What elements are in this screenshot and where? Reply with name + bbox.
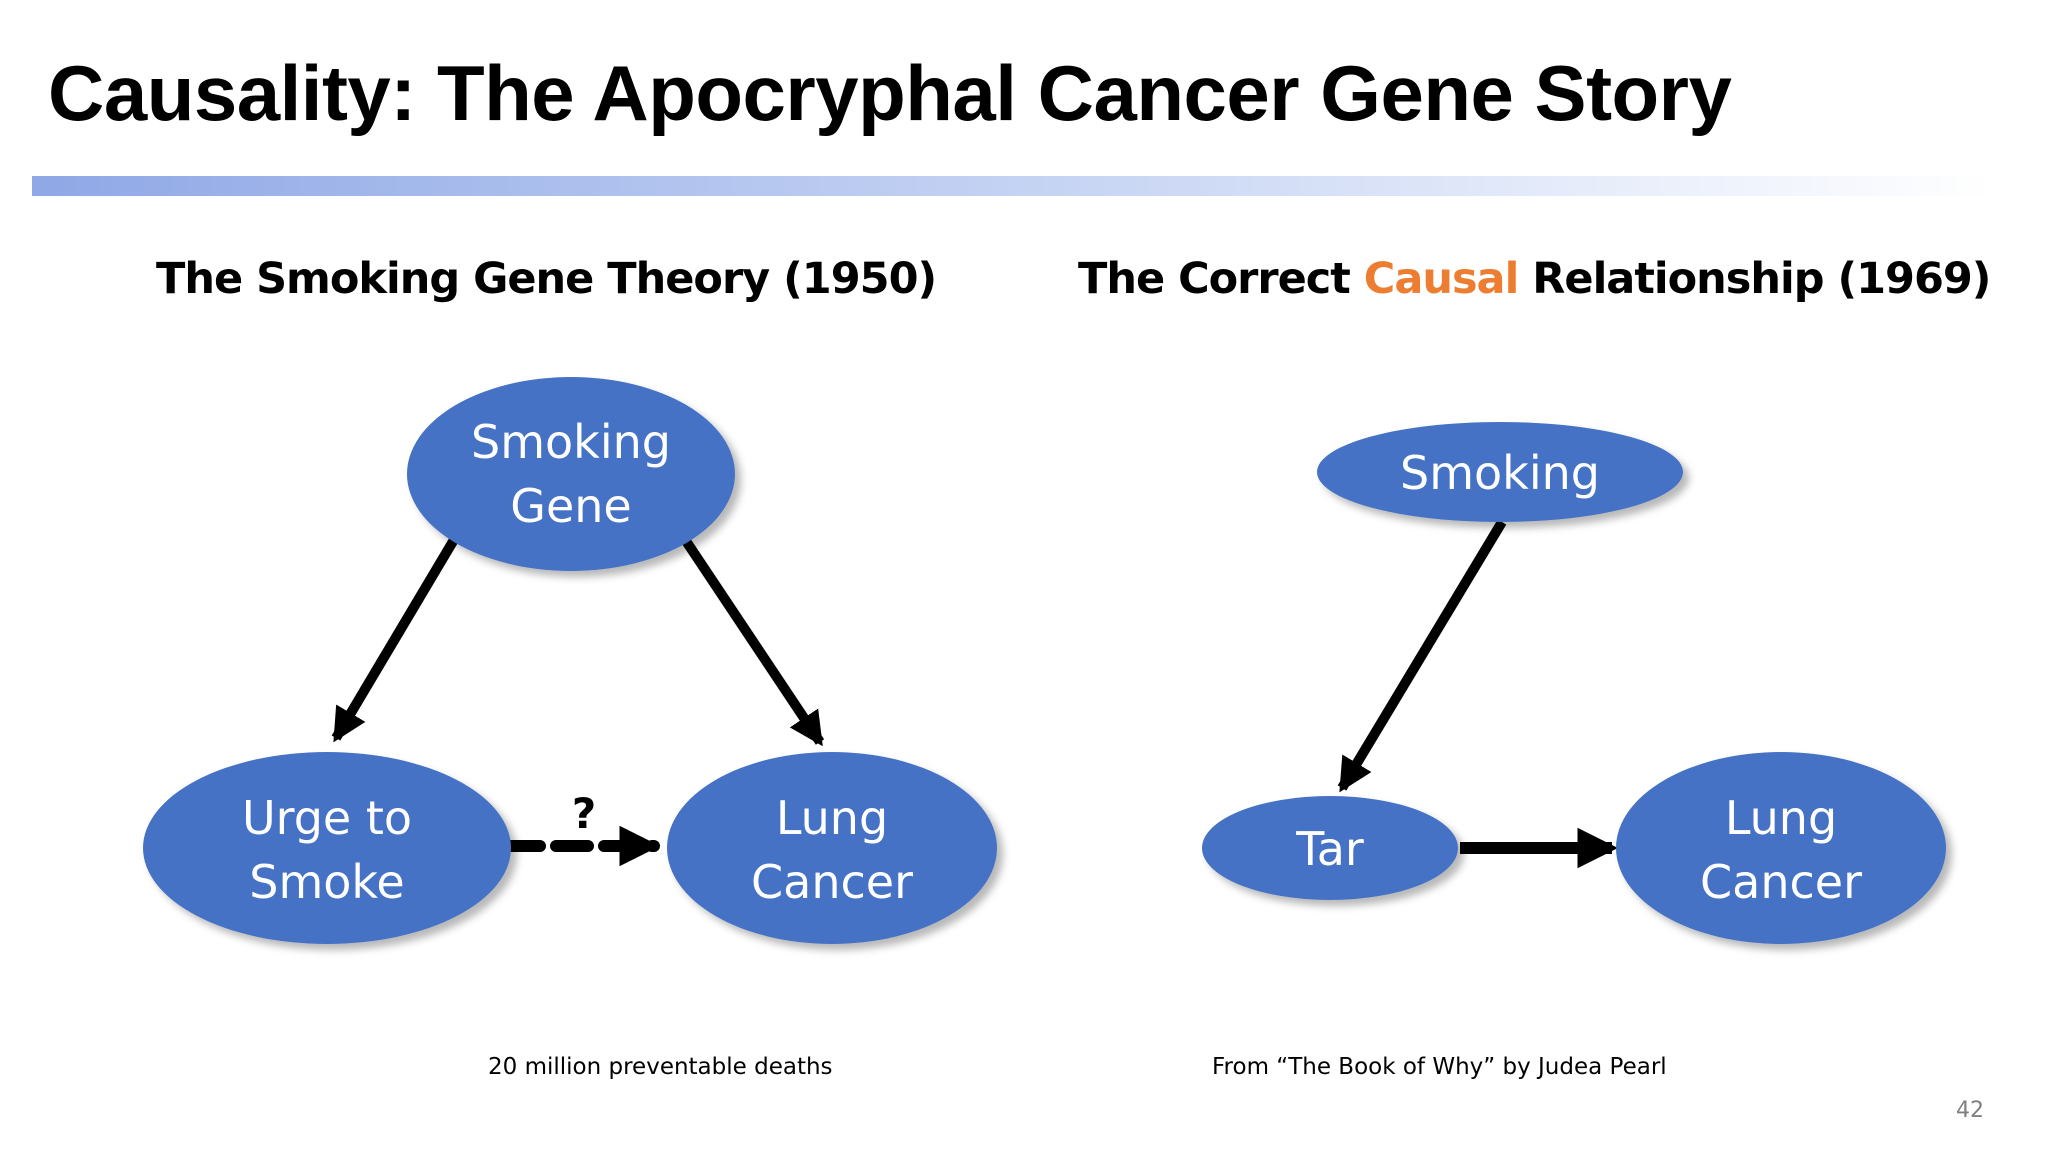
- edge-gene-to-urge: [331, 535, 460, 743]
- node-smoking-gene-line1: Smoking: [471, 415, 671, 469]
- edge-gene-to-cancer: [679, 535, 825, 747]
- node-smoking: Smoking: [1317, 422, 1683, 522]
- node-tar: Tar: [1202, 796, 1458, 900]
- node-lung-cancer-left-line2: Cancer: [751, 855, 913, 909]
- node-lung-cancer-right-line2: Cancer: [1700, 855, 1862, 909]
- right-caption: From “The Book of Why” by Judea Pearl: [1212, 1054, 1667, 1080]
- node-lung-cancer-right-line1: Lung: [1725, 791, 1837, 845]
- node-smoking-gene: Smoking Gene: [407, 377, 735, 571]
- title-gradient-bar: [32, 176, 1992, 196]
- node-lung-cancer-right: Lung Cancer: [1616, 752, 1946, 944]
- node-tar-label: Tar: [1295, 822, 1364, 876]
- node-urge-line2: Smoke: [249, 855, 404, 909]
- right-heading-suffix: Relationship (1969): [1518, 254, 1991, 304]
- node-urge-line1: Urge to: [242, 791, 412, 845]
- page-number: 42: [1956, 1098, 1984, 1123]
- node-smoking-label: Smoking: [1400, 446, 1600, 500]
- edge-smoking-to-tar: [1337, 519, 1507, 793]
- node-lung-cancer-left: Lung Cancer: [667, 752, 997, 944]
- right-panel-heading: The Correct Causal Relationship (1969): [1078, 254, 1991, 304]
- node-smoking-gene-line2: Gene: [510, 479, 631, 533]
- left-caption: 20 million preventable deaths: [488, 1054, 833, 1080]
- right-heading-prefix: The Correct: [1078, 254, 1364, 304]
- right-heading-accent: Causal: [1363, 254, 1520, 304]
- dashed-edge-question-mark: ?: [572, 789, 596, 838]
- left-panel-heading: The Smoking Gene Theory (1950): [156, 254, 937, 304]
- slide-title: Causality: The Apocryphal Cancer Gene St…: [48, 49, 1732, 137]
- node-urge-to-smoke: Urge to Smoke: [143, 752, 511, 944]
- node-lung-cancer-left-line1: Lung: [776, 791, 888, 845]
